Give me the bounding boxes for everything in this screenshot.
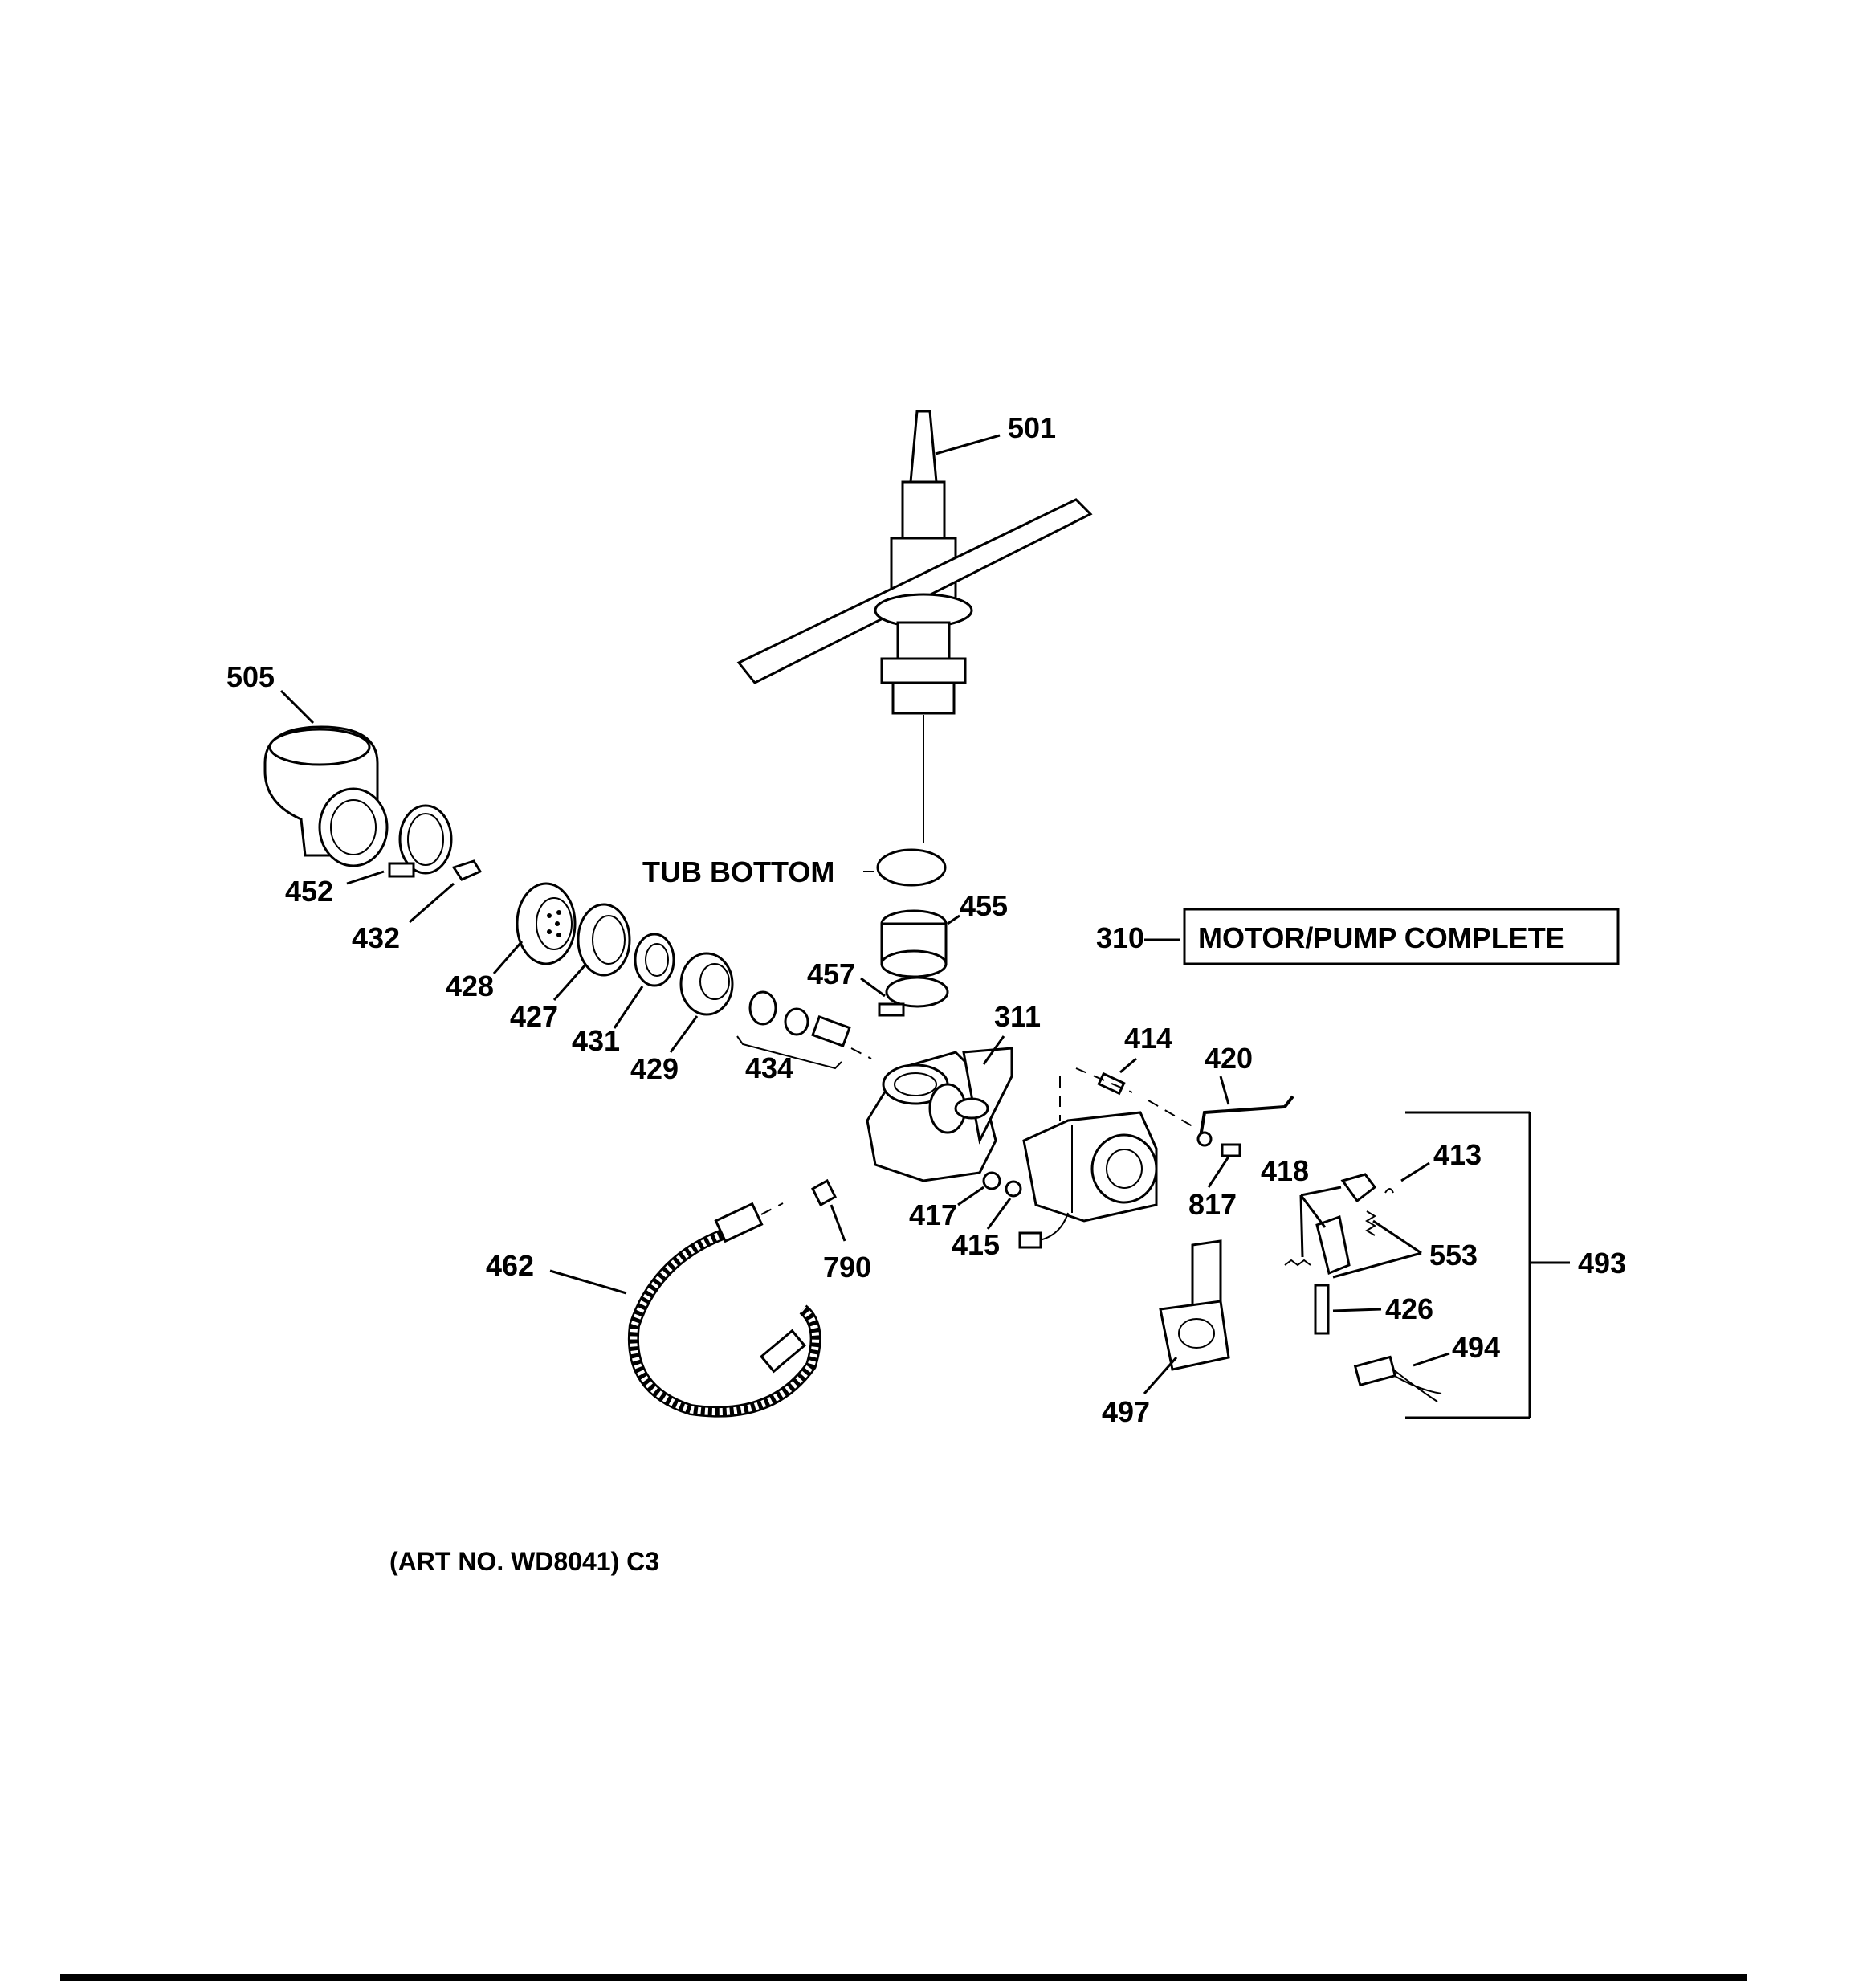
- leader-452: [346, 870, 385, 885]
- part-motor: [1018, 1111, 1158, 1249]
- part-tub-bottom-gasket: [876, 848, 947, 887]
- label-553: 553: [1429, 1239, 1478, 1272]
- label-418: 418: [1261, 1154, 1309, 1187]
- leader-553-a: [1372, 1219, 1422, 1255]
- part-432-clip: [451, 859, 483, 881]
- part-427-ring: [577, 903, 631, 977]
- leader-817: [1207, 1156, 1230, 1188]
- label-505: 505: [226, 660, 275, 693]
- part-553-springs: [1284, 1210, 1376, 1267]
- part-420-rod: [1199, 1095, 1294, 1137]
- label-427: 427: [510, 1000, 558, 1033]
- part-415-washer: [1005, 1180, 1022, 1198]
- leader-417: [957, 1186, 984, 1206]
- leader-311: [982, 1035, 1005, 1065]
- part-462-hose: [627, 1202, 821, 1418]
- leader-429: [669, 1015, 699, 1053]
- part-497-solenoid: [1159, 1239, 1230, 1371]
- label-462: 462: [486, 1249, 534, 1282]
- label-497: 497: [1102, 1395, 1150, 1428]
- leader-553-b: [1332, 1251, 1422, 1279]
- part-457-clamp: [878, 976, 949, 1017]
- axis-line-420: [1148, 1100, 1197, 1129]
- part-413-spring: [1384, 1188, 1394, 1194]
- part-417-washer: [982, 1171, 1001, 1190]
- label-434: 434: [745, 1051, 793, 1084]
- leader-418-c: [1299, 1194, 1304, 1258]
- label-motor-pump-complete: MOTOR/PUMP COMPLETE: [1198, 921, 1565, 954]
- label-452: 452: [285, 875, 333, 908]
- part-418-bracket: [1315, 1173, 1377, 1276]
- label-817: 817: [1188, 1188, 1237, 1221]
- label-415: 415: [952, 1228, 1000, 1261]
- leader-432: [409, 882, 455, 924]
- leader-426: [1332, 1308, 1382, 1312]
- label-311: 311: [994, 1000, 1041, 1033]
- leader-790: [830, 1204, 846, 1242]
- label-457: 457: [807, 957, 855, 990]
- part-311-pump-housing: [866, 1047, 1013, 1182]
- label-429: 429: [630, 1052, 679, 1085]
- part-434-fittings: [736, 990, 851, 1070]
- part-790-clip: [811, 1178, 837, 1207]
- label-413: 413: [1433, 1138, 1482, 1171]
- label-417: 417: [909, 1198, 957, 1231]
- part-817-screw: [1196, 1131, 1241, 1157]
- part-426-pin: [1314, 1284, 1330, 1335]
- label-428: 428: [446, 970, 494, 1002]
- leader-415: [986, 1198, 1012, 1230]
- leader-431: [613, 986, 644, 1029]
- part-414-screw: [1097, 1072, 1126, 1096]
- leader-414: [1119, 1057, 1137, 1074]
- part-455-seal: [880, 909, 948, 978]
- label-455: 455: [960, 889, 1008, 922]
- label-432: 432: [352, 921, 400, 954]
- leader-494: [1413, 1352, 1450, 1367]
- label-426: 426: [1385, 1292, 1433, 1325]
- part-428-filter: [516, 882, 577, 965]
- leader-457: [860, 977, 886, 998]
- part-452-clamp: [388, 804, 453, 878]
- label-790: 790: [823, 1251, 871, 1284]
- label-494: 494: [1452, 1331, 1500, 1364]
- label-493: 493: [1578, 1247, 1626, 1280]
- part-431-nut: [634, 933, 675, 987]
- leader-428: [492, 941, 524, 974]
- label-420: 420: [1205, 1042, 1253, 1075]
- axis-line-462: [760, 1202, 784, 1215]
- leader-462: [549, 1269, 627, 1295]
- leader-455: [947, 914, 960, 925]
- part-501-spray-arm: [736, 410, 1093, 843]
- axis-line-434: [850, 1047, 872, 1059]
- label-501: 501: [1008, 411, 1056, 444]
- label-tub-bottom: TUB BOTTOM: [642, 855, 834, 888]
- leader-413: [1400, 1161, 1430, 1182]
- leader-497: [1143, 1357, 1178, 1394]
- leader-418-a: [1300, 1186, 1342, 1197]
- part-505-sump: [263, 725, 389, 867]
- leader-505: [279, 689, 315, 725]
- art-number: (ART NO. WD8041) C3: [389, 1547, 659, 1576]
- leader-501: [935, 434, 1001, 455]
- label-414: 414: [1124, 1022, 1172, 1055]
- part-429-impeller: [679, 952, 734, 1016]
- label-431: 431: [572, 1024, 620, 1057]
- part-494-connector: [1353, 1355, 1442, 1402]
- axis-line-414: [1075, 1067, 1133, 1093]
- leader-427: [552, 963, 588, 1001]
- label-310: 310: [1096, 921, 1144, 954]
- leader-420: [1219, 1076, 1230, 1105]
- leader-418-b: [1299, 1194, 1327, 1228]
- motor-pump-box: [1183, 908, 1620, 965]
